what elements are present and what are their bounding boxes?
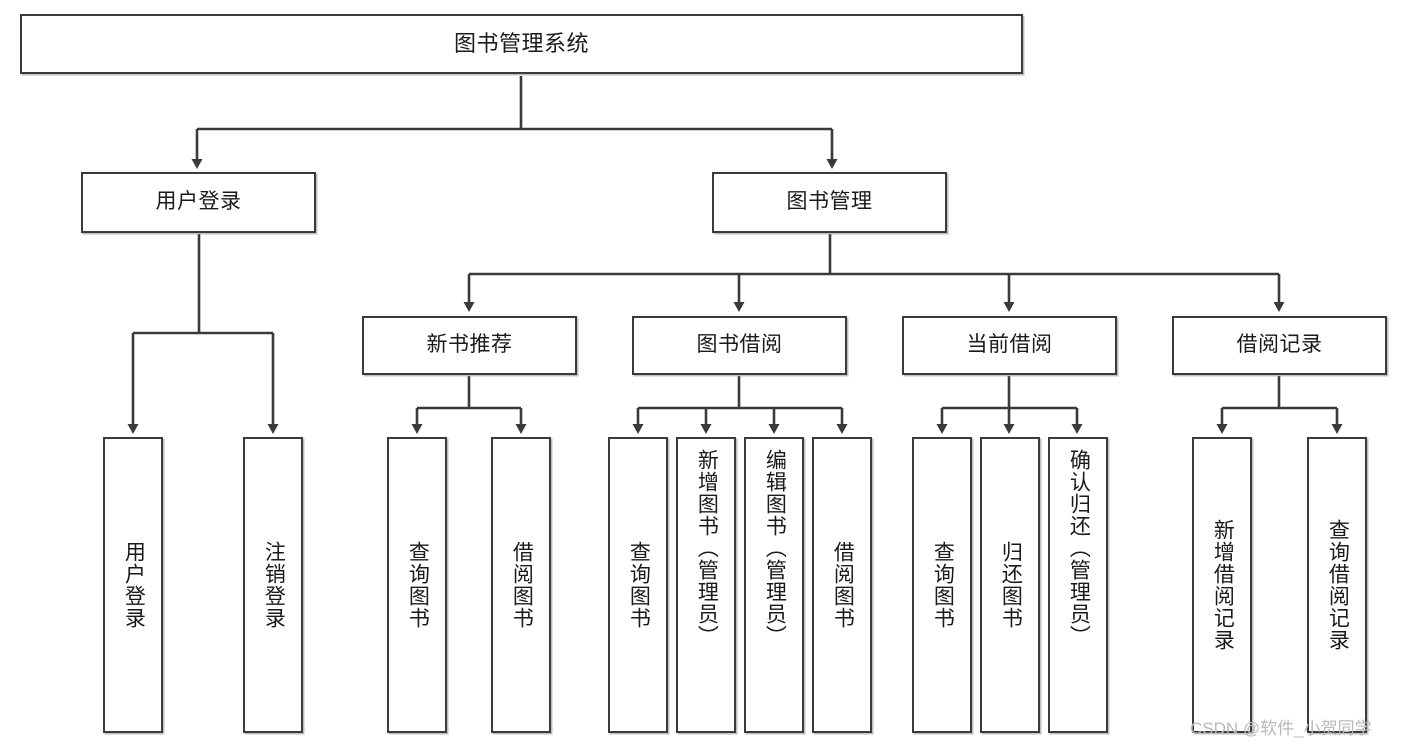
leaf-borrow-add-book[interactable]: 新增图书（管理员） [676,437,736,733]
leaf-user-logout[interactable]: 注销登录 [243,437,303,733]
node-label: 注销登录 [262,541,286,629]
leaf-current-query-book[interactable]: 查询图书 [912,437,972,733]
node-label: 查询图书 [406,541,430,629]
node-label: 图书管理系统 [453,31,589,57]
leaf-current-return-book[interactable]: 归还图书 [980,437,1040,733]
node-book-management[interactable]: 图书管理 [712,172,947,233]
node-label: 新增图书（管理员） [695,449,719,647]
node-book-borrow[interactable]: 图书借阅 [632,316,847,375]
node-label: 用户登录 [122,541,146,629]
leaf-record-add[interactable]: 新增借阅记录 [1192,437,1252,733]
watermark-text: CSDN @软件_小贺同学 [1190,719,1372,738]
node-label: 图书管理 [786,190,873,214]
node-label: 借阅图书 [831,541,855,629]
node-label: 归还图书 [999,541,1023,629]
leaf-borrow-borrow-book[interactable]: 借阅图书 [812,437,872,733]
leaf-borrow-query-book[interactable]: 查询图书 [608,437,668,733]
node-current-borrow[interactable]: 当前借阅 [902,316,1117,375]
node-label: 新书推荐 [426,333,513,357]
node-label: 借阅图书 [510,541,534,629]
leaf-borrow-edit-book[interactable]: 编辑图书（管理员） [744,437,804,733]
leaf-current-confirm-return[interactable]: 确认归还（管理员） [1048,437,1108,733]
node-label: 用户登录 [155,190,242,214]
node-root-system[interactable]: 图书管理系统 [20,14,1023,74]
node-borrow-record[interactable]: 借阅记录 [1172,316,1387,375]
leaf-recommend-borrow-book[interactable]: 借阅图书 [491,437,551,733]
node-user-login[interactable]: 用户登录 [81,172,316,233]
leaf-user-login[interactable]: 用户登录 [103,437,163,733]
node-label: 当前借阅 [966,333,1053,357]
node-label: 编辑图书（管理员） [763,449,787,647]
node-label: 查询借阅记录 [1326,519,1350,651]
leaf-record-query[interactable]: 查询借阅记录 [1307,437,1367,733]
node-new-book-recommend[interactable]: 新书推荐 [362,316,577,375]
node-label: 确认归还（管理员） [1067,449,1091,647]
node-label: 查询图书 [931,541,955,629]
node-label: 图书借阅 [696,333,783,357]
node-label: 查询图书 [627,541,651,629]
leaf-recommend-query-book[interactable]: 查询图书 [387,437,447,733]
node-label: 借阅记录 [1236,333,1323,357]
node-label: 新增借阅记录 [1211,519,1235,651]
